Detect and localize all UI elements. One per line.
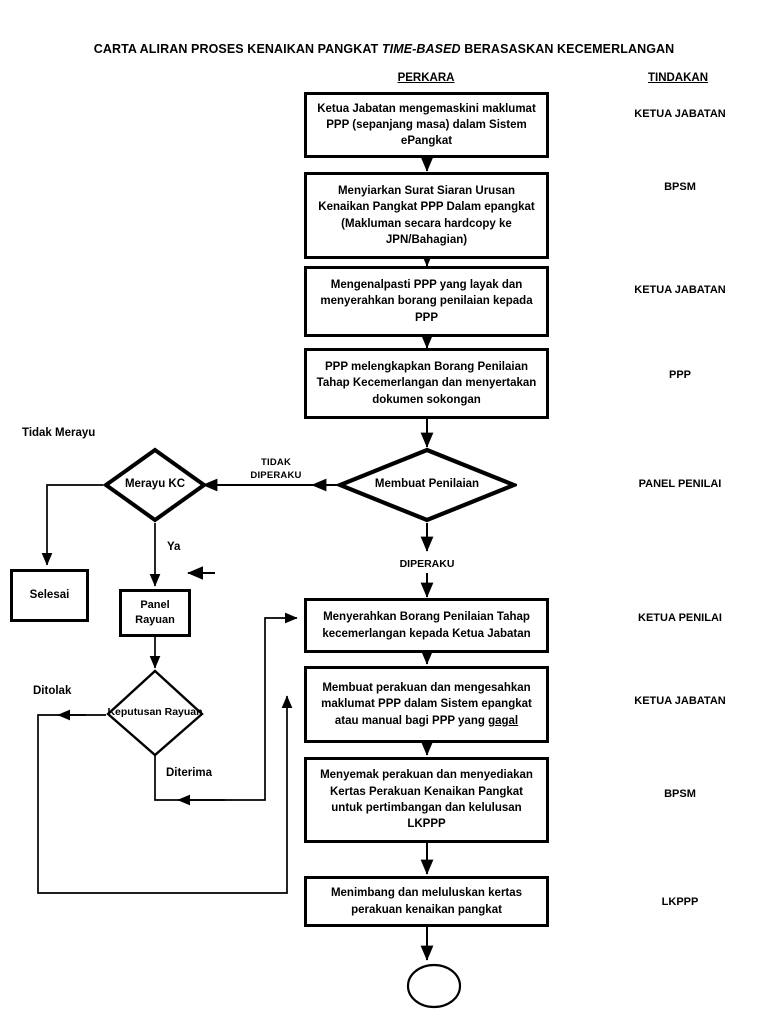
process-box-step5[interactable]: Menyerahkan Borang Penilaian Tahap kecem… [304, 598, 549, 653]
process-box-step6-underlined-word: gagal [488, 714, 519, 727]
process-box-step2-label: Menyiarkan Surat Siaran Urusan Kenaikan … [318, 184, 535, 246]
title-text-italic: TIME-BASED [381, 42, 461, 56]
process-box-step4-label: PPP melengkapkan Borang Penilaian Tahap … [316, 361, 537, 406]
action-label-step3: KETUA JABATAN [634, 284, 726, 296]
process-box-step5-label: Menyerahkan Borang Penilaian Tahap kecem… [322, 611, 531, 640]
process-box-step6-text: Membuat perakuan dan mengesahkan makluma… [321, 682, 532, 727]
action-label-step4: PPP [668, 369, 691, 381]
column-header-perkara: PERKARA [397, 72, 455, 84]
decision-merayu-kc[interactable]: Merayu KC [103, 447, 207, 523]
decision-membuat-penilaian-label: Membuat Penilaian [374, 478, 480, 491]
process-box-panel-rayuan-label: Panel Rayuan [135, 599, 175, 626]
process-box-step3[interactable]: Mengenalpasti PPP yang layak dan menyera… [304, 266, 549, 337]
process-box-step8[interactable]: Menimbang dan meluluskan kertas perakuan… [304, 876, 549, 927]
decision-membuat-penilaian[interactable]: Membuat Penilaian [337, 447, 517, 523]
process-box-step1-label: Ketua Jabatan mengemaskini maklumat PPP … [317, 102, 536, 148]
process-box-step2[interactable]: Menyiarkan Surat Siaran Urusan Kenaikan … [304, 172, 549, 259]
edge-label-ditolak: Ditolak [33, 685, 72, 697]
process-box-step7-label: Menyemak perakuan dan menyediakan Kertas… [320, 769, 533, 831]
edge-label-diperaku: DIPERAKU [399, 558, 455, 570]
edge-label-tidak-diperaku: TIDAK DIPERAKU [250, 457, 302, 481]
process-box-step8-label: Menimbang dan meluluskan kertas perakuan… [330, 887, 523, 916]
edge-label-ya: Ya [167, 541, 181, 553]
terminator-end-circle [404, 962, 464, 1015]
edge-label-diterima: Diterima [166, 767, 213, 779]
action-label-panel-penilai: PANEL PENILAI [638, 478, 722, 490]
decision-keputusan-rayuan[interactable]: Keputusan Rayuan [106, 669, 204, 757]
edge-label-tidak-merayu: Tidak Merayu [22, 427, 96, 439]
process-box-step7[interactable]: Menyemak perakuan dan menyediakan Kertas… [304, 757, 549, 843]
action-label-step5: KETUA PENILAI [638, 612, 722, 624]
page-title: CARTA ALIRAN PROSES KENAIKAN PANGKAT TIM… [0, 42, 768, 56]
action-label-step1: KETUA JABATAN [634, 108, 726, 120]
decision-keputusan-rayuan-label: Keputusan Rayuan [107, 706, 203, 719]
terminal-box-selesai[interactable]: Selesai [10, 569, 89, 622]
process-box-step6-label: Membuat perakuan dan mengesahkan makluma… [313, 680, 540, 729]
process-box-panel-rayuan[interactable]: Panel Rayuan [119, 589, 191, 637]
column-header-tindakan: TINDAKAN [647, 72, 709, 84]
process-box-step4[interactable]: PPP melengkapkan Borang Penilaian Tahap … [304, 348, 549, 419]
action-label-step2: BPSM [664, 181, 696, 193]
process-box-step3-label: Mengenalpasti PPP yang layak dan menyera… [320, 279, 533, 324]
title-text-part2: BERASASKAN KECEMERLANGAN [460, 42, 675, 56]
process-box-step6[interactable]: Membuat perakuan dan mengesahkan makluma… [304, 666, 549, 743]
decision-merayu-kc-label: Merayu KC [124, 478, 186, 491]
process-box-step1[interactable]: Ketua Jabatan mengemaskini maklumat PPP … [304, 92, 549, 158]
action-label-step7: BPSM [664, 788, 696, 800]
title-text-part1: CARTA ALIRAN PROSES KENAIKAN PANGKAT [93, 42, 382, 56]
action-label-step8: LKPPP [661, 896, 699, 908]
terminal-box-selesai-label: Selesai [29, 589, 70, 602]
action-label-step6: KETUA JABATAN [634, 695, 726, 707]
